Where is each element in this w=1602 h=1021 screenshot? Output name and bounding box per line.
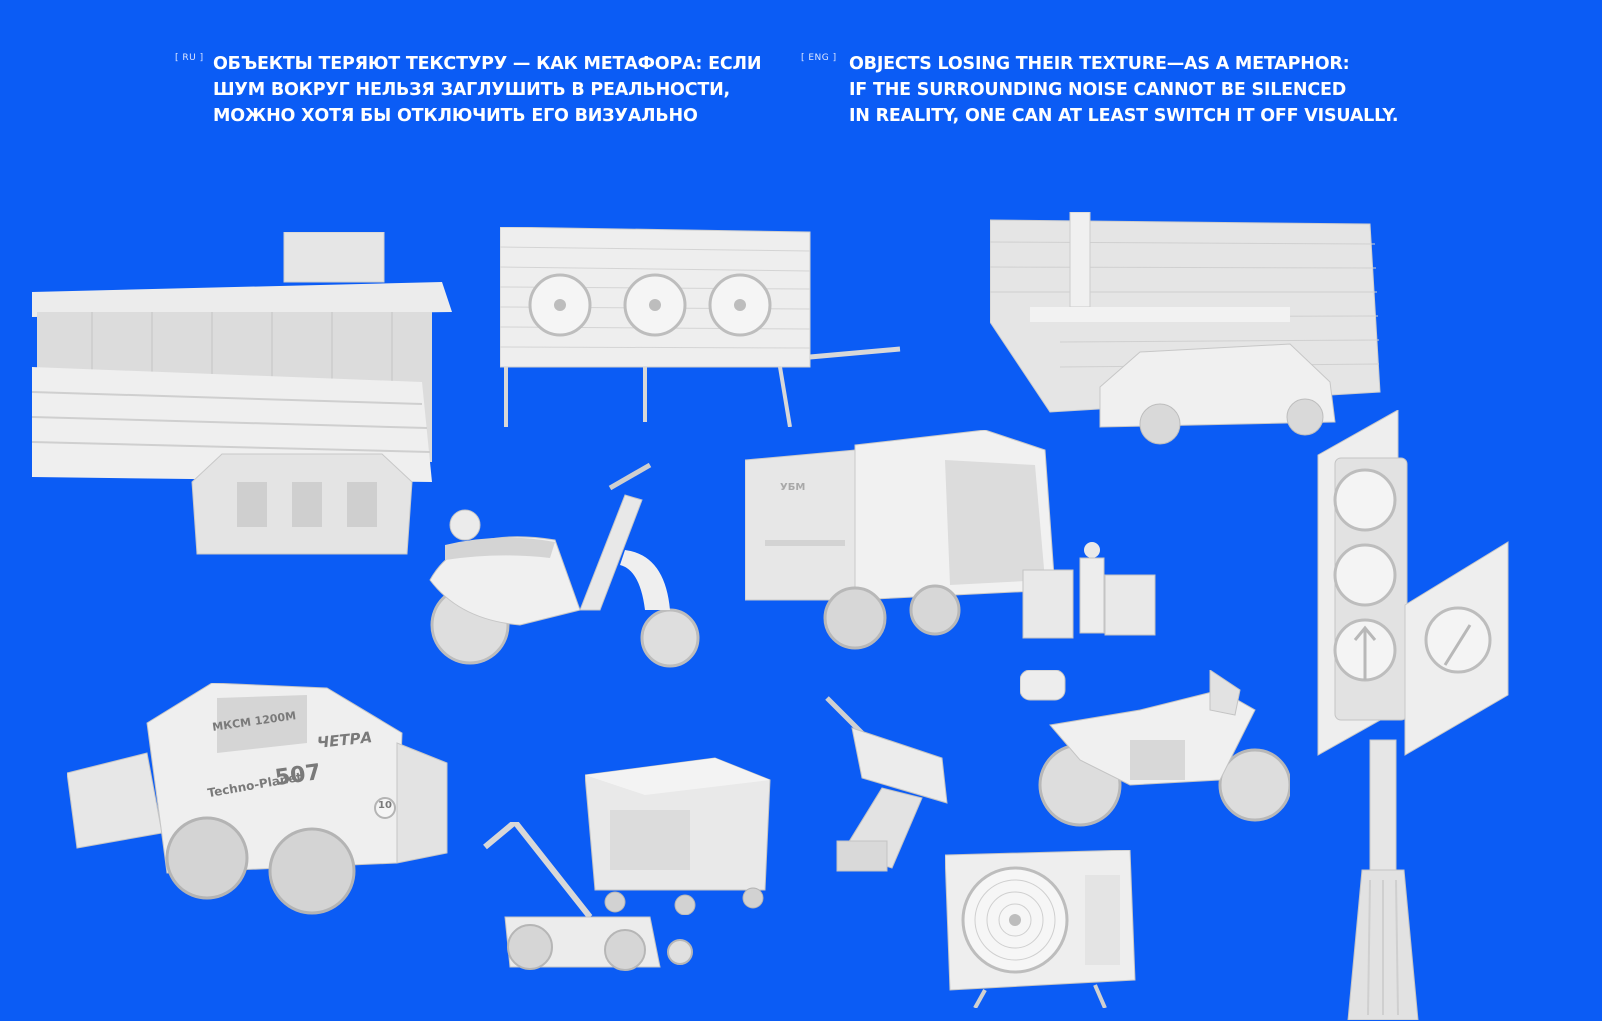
air-conditioner-unit-shape [945,850,1136,1008]
headline-en-text: OBJECTS LOSING THEIR TEXTURE—AS A METAPH… [849,54,1399,126]
skid-steer-loader-render: МКСМ 1200М ЧЕТРА Techno-Planet 507 10 [67,683,457,923]
air-conditioner-unit-render [945,850,1145,1008]
loader-speed-sign: 10 [378,800,392,811]
outdoor-fan-unit-render [500,227,910,427]
waste-container-shape [585,757,771,915]
lang-tag-ru: [ RU ] [175,53,204,63]
headline-ru-text: ОБЪЕКТЫ ТЕРЯЮТ ТЕКСТУРУ — КАК МЕТАФОРА: … [213,54,762,126]
garbage-truck-with-worker-render: УБМ [745,430,1160,660]
traffic-light-shape [1317,410,1509,1020]
construction-barrier-stack-render [32,232,452,557]
outdoor-fan-unit-shape [500,227,901,427]
construction-barrier-stack-shape [32,232,452,555]
headline-en: [ ENG ] OBJECTS LOSING THEIR TEXTURE—AS … [801,51,1449,129]
motorcycle-render [1020,670,1290,830]
lang-tag-en: [ ENG ] [801,53,837,63]
garbage-truck-with-worker-shape: УБМ [745,430,1156,650]
motorcycle-shape [1020,670,1290,827]
cordless-drill-shape [825,696,948,872]
scooter-render [420,460,700,668]
cordless-drill-render [822,693,962,878]
building-corner-with-car-shape [990,212,1381,445]
push-sweeper-render [480,822,700,972]
building-corner-with-car-render [990,212,1382,447]
svg-text:УБМ: УБМ [780,482,805,493]
traffic-light-render [1310,410,1515,1020]
skid-steer-loader-shape [67,683,448,915]
waste-container-render [585,750,775,915]
scooter-shape [429,462,700,668]
push-sweeper-shape [483,822,693,971]
headline-ru: [ RU ] ОБЪЕКТЫ ТЕРЯЮТ ТЕКСТУРУ — КАК МЕТ… [175,51,773,129]
